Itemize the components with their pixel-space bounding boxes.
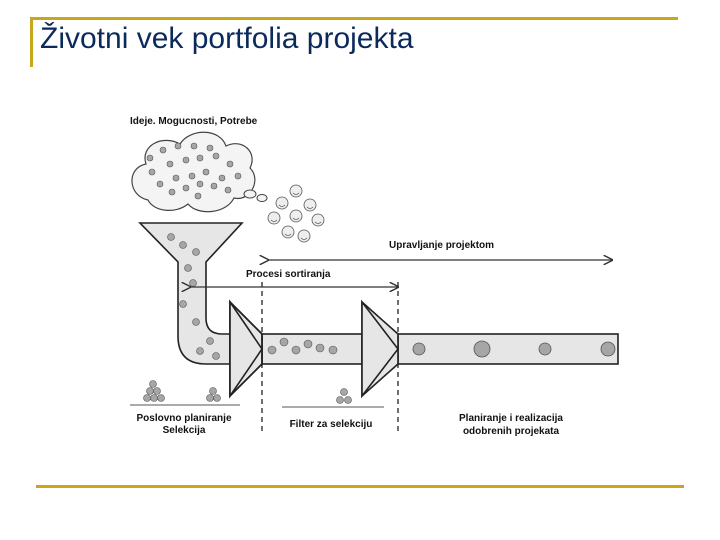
selection-filter-label: Filter za selekciju: [290, 419, 373, 430]
business-planning-label: Poslovno planiranje: [136, 413, 231, 424]
selection-filter-pile: [282, 388, 384, 408]
idea-dots: [146, 142, 242, 200]
smiley-icon: [275, 196, 289, 210]
smiley-icon: [311, 213, 325, 227]
ideas-label: Ideje. Mogucnosti, Potrebe: [130, 116, 258, 127]
smiley-icon: [303, 198, 317, 212]
realization-label-line1: Planiranje i realizacija: [459, 413, 563, 424]
approved-project-balls: [412, 340, 616, 358]
sorted-balls: [267, 337, 338, 355]
smiley-icon: [289, 184, 303, 198]
footer-rule: [36, 485, 684, 488]
funnel-balls: [167, 233, 220, 360]
smiley-faces: [267, 184, 325, 243]
funnel-pipe: [138, 222, 244, 365]
idea-cloud: [131, 131, 268, 213]
sorting-process-label: Procesi sortiranja: [246, 269, 331, 280]
smiley-icon: [297, 229, 311, 243]
smiley-icon: [281, 225, 295, 239]
business-planning-pile: [130, 380, 240, 406]
selection-label: Selekcija: [163, 425, 206, 436]
title-left-rule: [30, 17, 33, 67]
project-management-label: Upravljanje projektom: [389, 240, 494, 251]
slide-title: Životni vek portfolia projekta: [40, 22, 414, 55]
smiley-icon: [267, 211, 281, 225]
realization-label-line2: odobrenih projekata: [463, 426, 560, 437]
smiley-icon: [289, 209, 303, 223]
title-top-rule: [32, 17, 678, 20]
process-pipe: [229, 299, 619, 399]
